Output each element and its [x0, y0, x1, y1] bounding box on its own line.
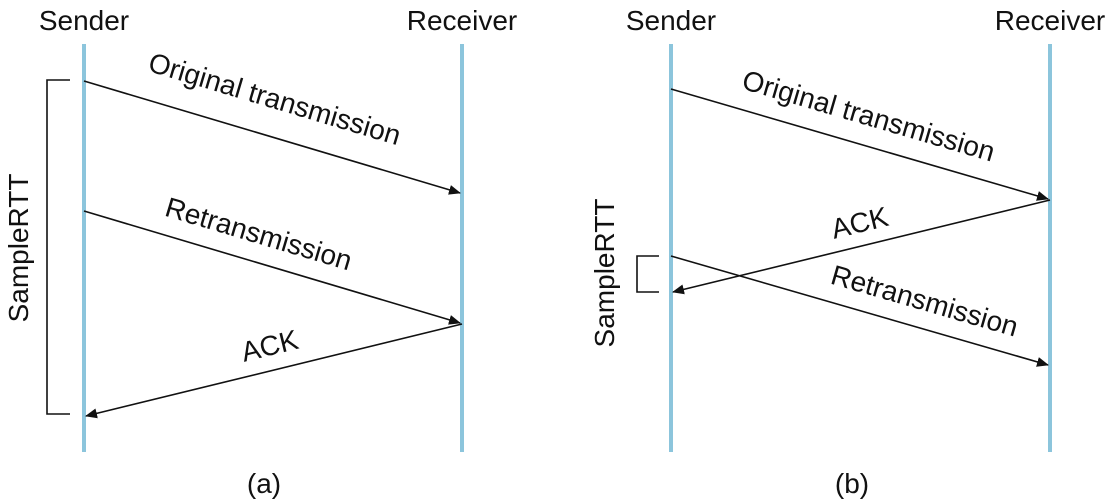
- panel-a-sample-rtt-label: SampleRTT: [3, 174, 34, 323]
- panel-a-original-transmission-label: Original transmission: [145, 47, 404, 151]
- panel-b: Sender Receiver SampleRTT Original trans…: [589, 5, 1105, 499]
- panel-a-ack-arrow: [85, 323, 463, 419]
- panel-a: Sender Receiver SampleRTT Original trans…: [3, 5, 517, 499]
- panel-b-ack-label: ACK: [828, 201, 892, 245]
- panel-a-receiver-label: Receiver: [407, 5, 517, 36]
- panel-b-caption: (b): [835, 468, 869, 499]
- panel-b-original-transmission-arrow: [670, 88, 1049, 201]
- panel-b-sender-label: Sender: [626, 5, 716, 36]
- panel-b-sample-rtt-label: SampleRTT: [589, 199, 620, 348]
- panel-b-original-transmission-label: Original transmission: [739, 64, 999, 167]
- panel-a-sender-label: Sender: [39, 5, 129, 36]
- panel-b-sample-rtt-brace: [636, 255, 659, 293]
- panel-a-caption: (a): [247, 468, 281, 499]
- panel-a-ack-label: ACK: [238, 324, 302, 368]
- panel-b-retransmission-arrow: [670, 255, 1049, 367]
- panel-a-sample-rtt-brace: [46, 79, 70, 415]
- panel-b-ack-arrow: [672, 199, 1051, 295]
- panel-a-retransmission-arrow: [83, 210, 461, 325]
- panel-a-original-transmission-arrow: [83, 80, 461, 195]
- panel-b-receiver-label: Receiver: [995, 5, 1105, 36]
